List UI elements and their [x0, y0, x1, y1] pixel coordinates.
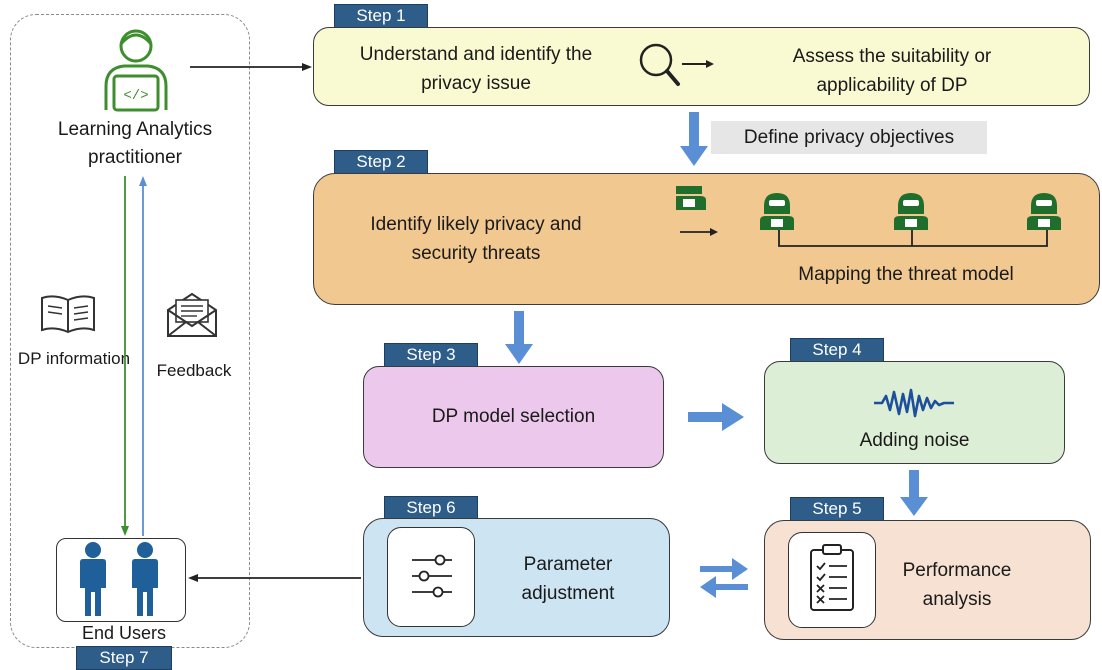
- step1-right-text: Assess the suitability or applicability …: [792, 46, 992, 96]
- step2-tag: Step 2: [334, 150, 428, 174]
- magnifier-icon: [639, 43, 714, 86]
- book-icon: [41, 295, 95, 334]
- step5-tag: Step 5: [790, 497, 884, 521]
- step6-tag: Step 6: [384, 496, 478, 520]
- step2-right-text: Mapping the threat model: [798, 264, 1014, 285]
- step3-box: [363, 366, 664, 468]
- checklist-icon: [810, 544, 854, 611]
- sliders-icon: [412, 554, 452, 598]
- sliders-frame: [387, 527, 475, 627]
- step2-box: [313, 173, 1100, 305]
- step5-text: Performance analysis: [902, 560, 1012, 610]
- step2-left-text: Identify likely privacy and security thr…: [370, 214, 582, 264]
- step4-text: Adding noise: [859, 430, 970, 451]
- noise-wave-icon: [874, 388, 954, 418]
- objectives-label: Define privacy objectives: [711, 121, 987, 154]
- users-icon: [80, 542, 158, 616]
- mail-icon: [167, 292, 217, 337]
- practitioner-icon: </>: [104, 29, 168, 112]
- practitioner-label: Learning Analytics practitioner: [57, 119, 213, 168]
- step1-box: [313, 27, 1090, 106]
- step1-left-text: Understand and identify the privacy issu…: [359, 44, 593, 94]
- feedback-label: Feedback: [156, 361, 232, 380]
- step3-text: DP model selection: [431, 406, 596, 427]
- end-users-label: End Users: [81, 623, 167, 643]
- dp-info-label: DP information: [17, 349, 131, 368]
- threat-map-graphic: [676, 186, 1061, 247]
- end-users-box: [56, 538, 186, 622]
- step6-text: Parameter adjustment: [521, 554, 615, 604]
- svg-text:</>: </>: [123, 88, 148, 104]
- step4-tag: Step 4: [790, 338, 884, 362]
- step1-tag: Step 1: [334, 4, 428, 28]
